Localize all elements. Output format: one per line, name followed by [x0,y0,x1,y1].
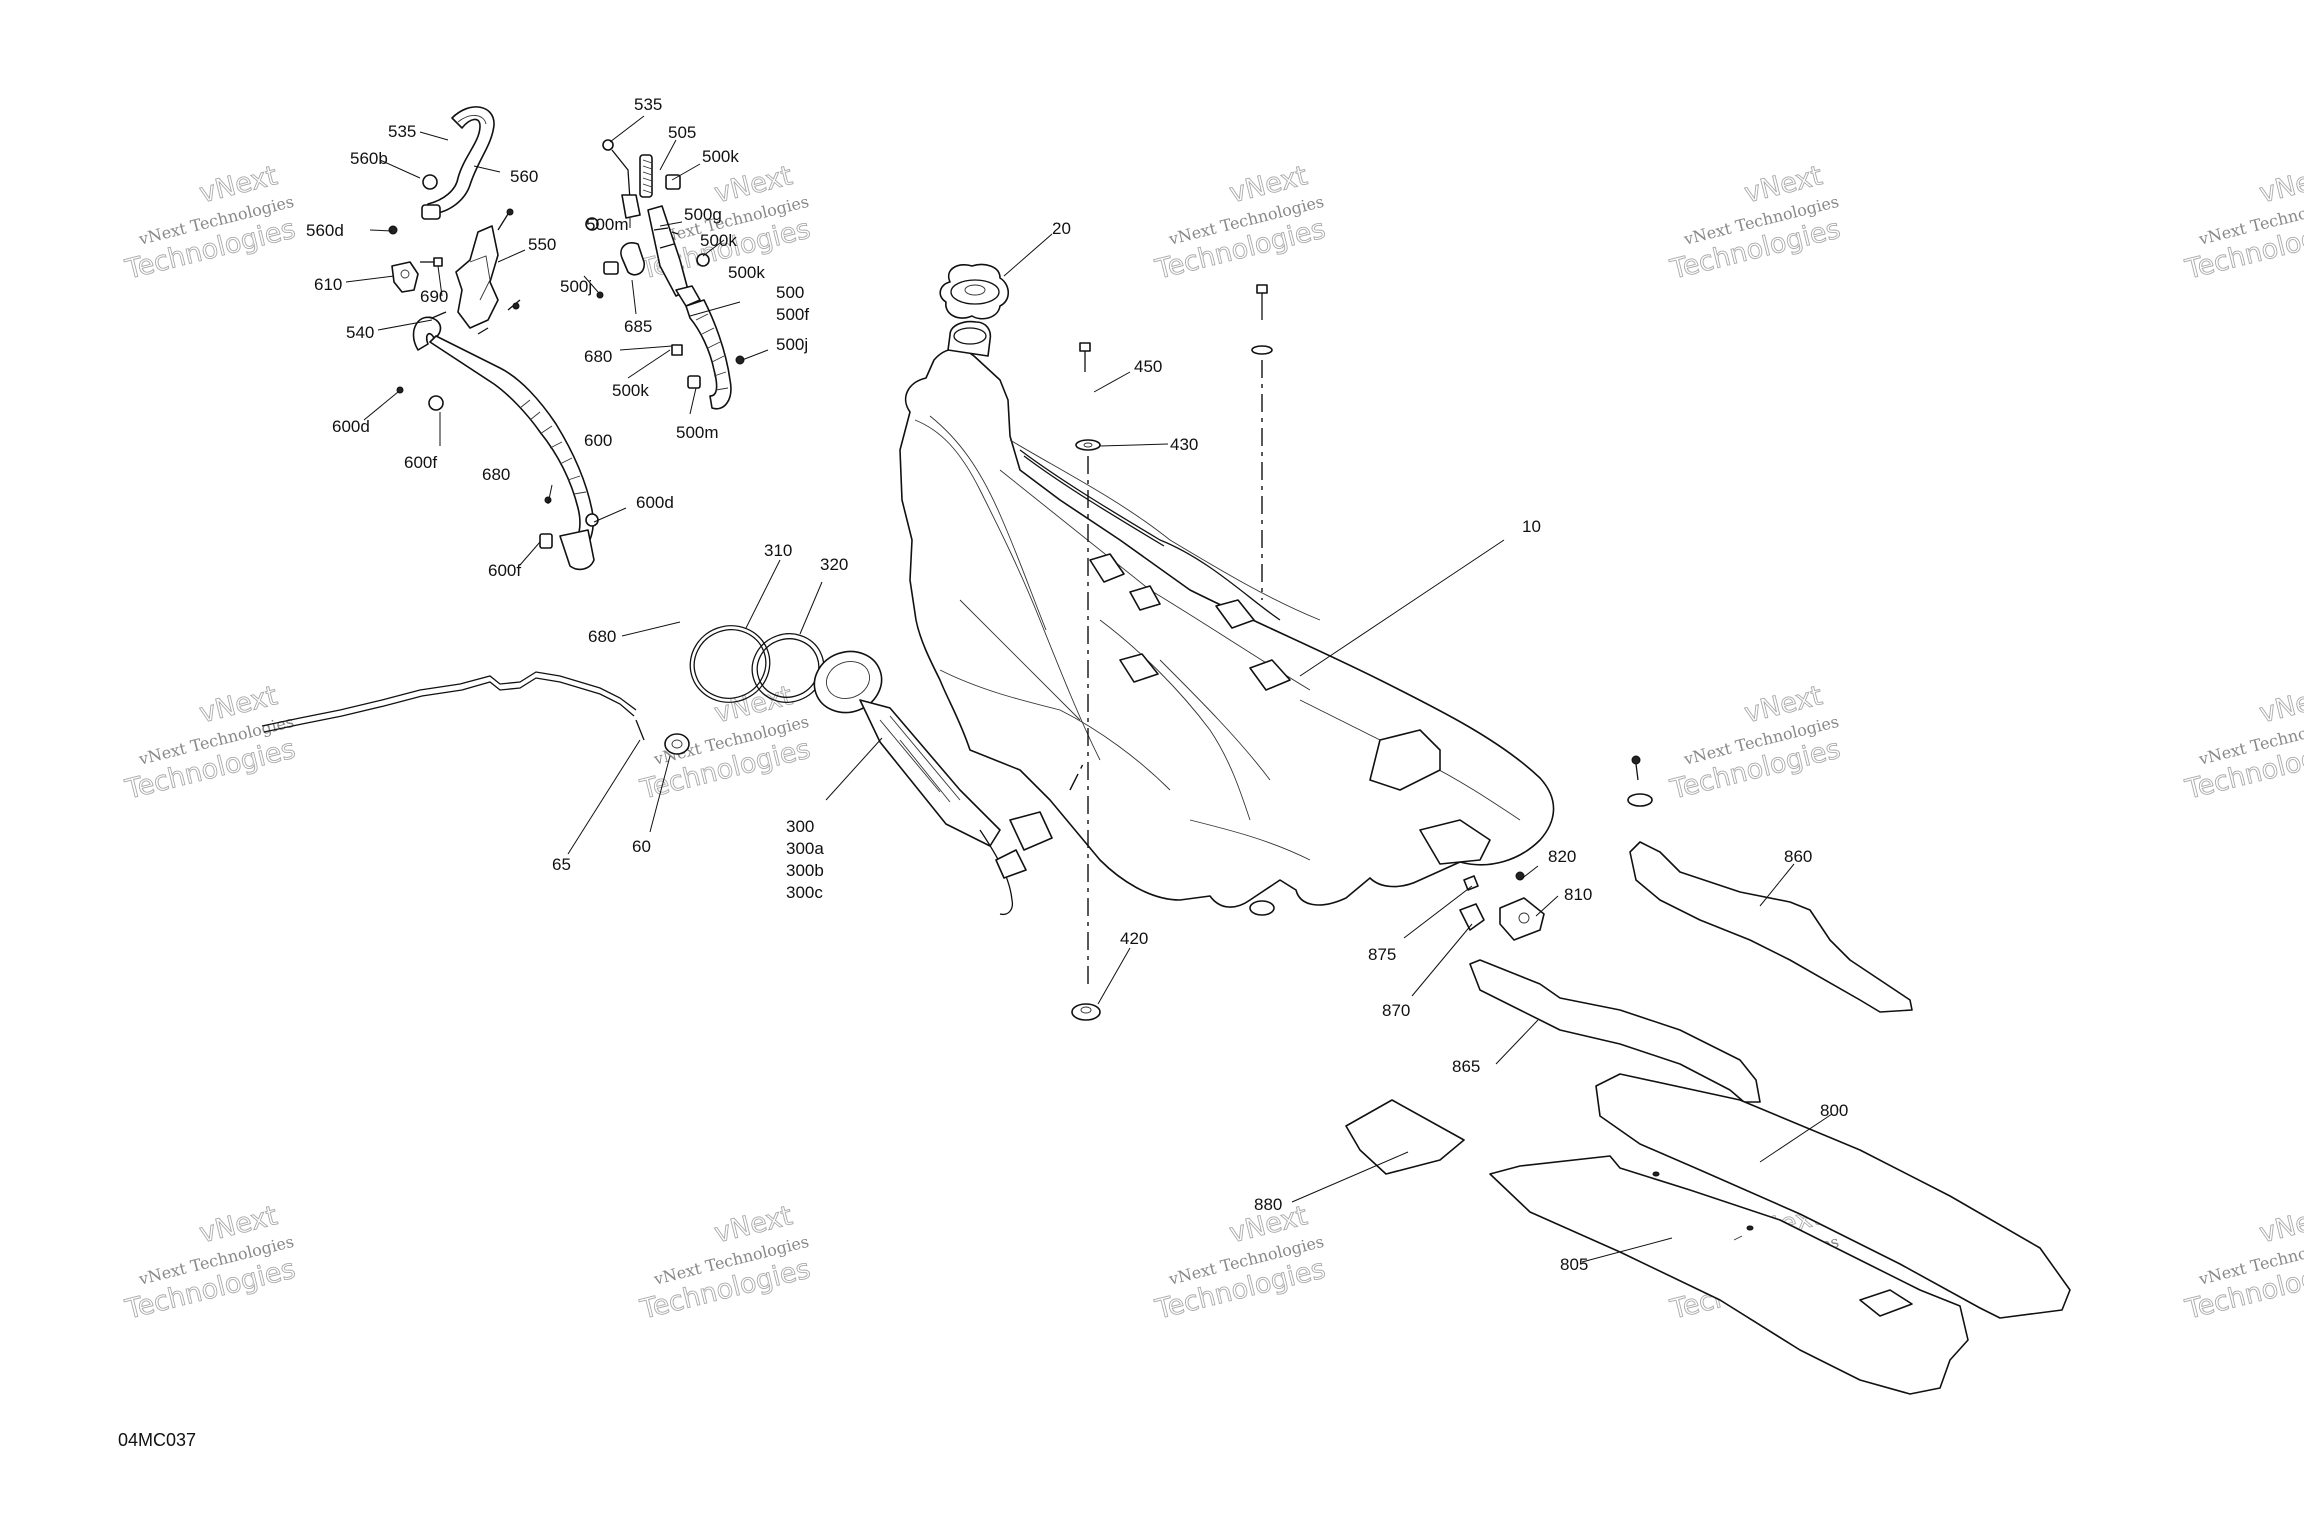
callout-420: 420 [1120,929,1148,948]
callout-500m-top: 500m [586,215,629,234]
callout-820: 820 [1548,847,1576,866]
callout-690: 690 [420,287,448,306]
filler-cap-20 [939,263,1010,320]
callout-540: 540 [346,323,374,342]
callout-500k-top: 500k [702,147,739,166]
callout-865: 865 [1452,1057,1480,1076]
bracket-810 [1499,897,1545,941]
callout-560b: 560b [350,149,388,168]
callout-800: 800 [1820,1101,1848,1120]
callout-60: 60 [632,837,651,856]
skid-plate-800 [1595,1073,2071,1319]
bolt-tank-top [1251,284,1273,355]
callout-500j-right: 500j [776,335,808,354]
strap-865 [1469,959,1761,1103]
callout-320: 320 [820,555,848,574]
callout-300c: 300c [786,883,823,902]
strap-860 [1627,755,1913,1013]
callout-10: 10 [1522,517,1541,536]
callout-300a: 300a [786,839,824,858]
diagram-code: 04MC037 [118,1430,196,1450]
callout-680-low: 680 [588,627,616,646]
ring-320 [751,633,825,703]
callout-870: 870 [1382,1001,1410,1020]
callout-500: 500 [776,283,804,302]
callout-310: 310 [764,541,792,560]
fuel-tank-10 [899,320,1555,916]
nut-820 [1515,871,1525,881]
callout-500k-mid2: 500k [728,263,765,282]
clip-870 [1459,903,1485,931]
callout-500k-mid1: 500k [700,231,737,250]
bracket-550 [455,208,521,335]
callout-505: 505 [668,123,696,142]
fuel-line-65 [261,671,645,741]
callout-450: 450 [1134,357,1162,376]
hose-600 [396,316,599,571]
callout-20: 20 [1052,219,1071,238]
watermark-small: vNext [2256,680,2304,729]
callout-610: 610 [314,275,342,294]
callout-550: 550 [528,235,556,254]
callout-560d: 560d [306,221,344,240]
pad-880 [1345,1099,1465,1175]
callout-560: 560 [510,167,538,186]
callout-500m-low: 500m [676,423,719,442]
watermark-small: vNext [2256,160,2304,209]
callout-535b: 535 [634,95,662,114]
screw-875 [1463,875,1479,891]
centerline-pump [1069,759,1086,791]
callout-300b: 300b [786,861,824,880]
callout-860: 860 [1784,847,1812,866]
callout-65: 65 [552,855,571,874]
callout-680-mid: 680 [482,465,510,484]
callout-600: 600 [584,431,612,450]
callout-810: 810 [1564,885,1592,904]
vent-valve-505 [602,139,681,219]
callout-535a: 535 [388,122,416,141]
callout-600f-low: 600f [488,561,521,580]
callout-600d-left: 600d [332,417,370,436]
fuel-pump-300 [813,650,1053,916]
callout-500k-low: 500k [612,381,649,400]
bolt-450 [1079,342,1091,372]
breather-hose-560 [388,106,495,235]
callout-430: 430 [1170,435,1198,454]
washer-430 [1075,439,1101,451]
grommet-420 [1071,1003,1101,1021]
callout-875: 875 [1368,945,1396,964]
leader-lines [345,115,1833,1263]
callout-500j-left: 500j [560,277,592,296]
callout-500g: 500g [684,205,722,224]
plate-805 [1489,1155,1969,1395]
callout-500f: 500f [776,305,809,324]
callout-685: 685 [624,317,652,336]
bolt-690 [420,257,443,267]
filler-hose-500 [585,205,745,410]
clamp-60 [664,733,690,755]
callout-600f-top: 600f [404,453,437,472]
callout-880: 880 [1254,1195,1282,1214]
callout-680-top: 680 [584,347,612,366]
callout-labels: 535 560b 560 560d 550 610 690 540 535 50… [306,95,1848,1274]
callout-300: 300 [786,817,814,836]
watermark-small: vNext [2256,1200,2304,1249]
clip-610 [391,261,419,293]
callout-805: 805 [1560,1255,1588,1274]
callout-600d-right: 600d [636,493,674,512]
